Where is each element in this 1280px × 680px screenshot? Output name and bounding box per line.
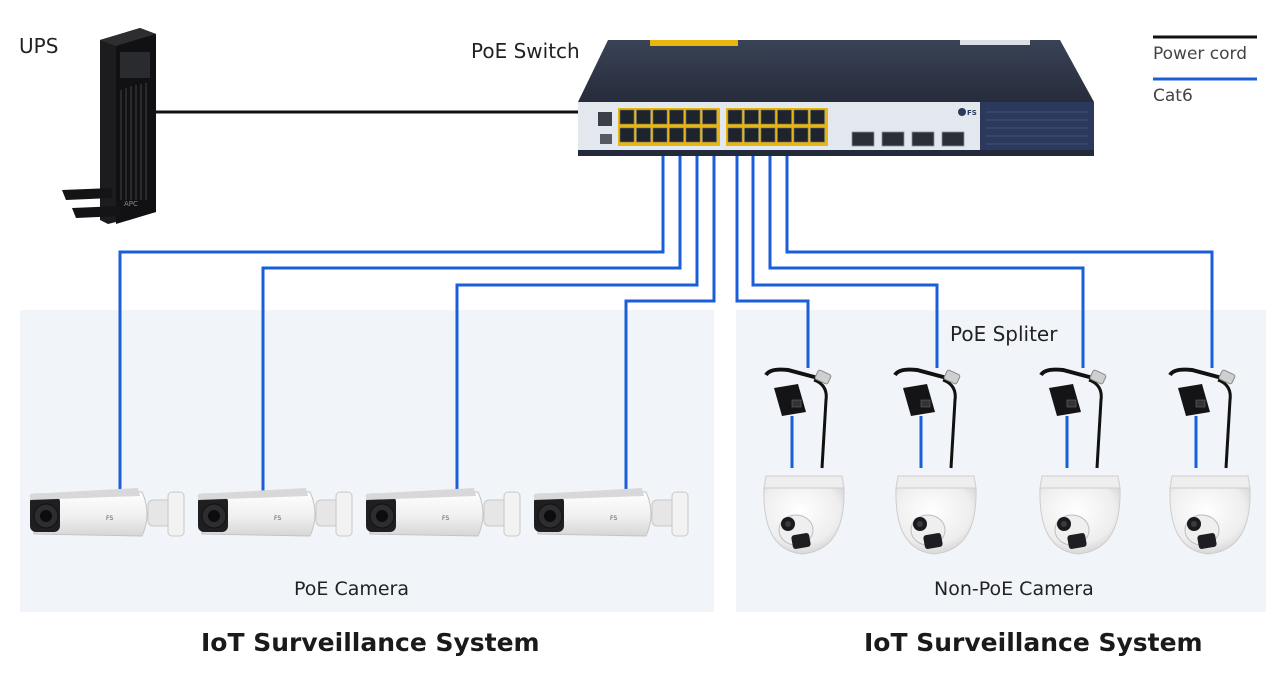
switch-port <box>777 109 792 125</box>
poe-bullet-camera: FS <box>30 488 185 537</box>
non-poe-dome-camera <box>895 475 977 555</box>
cat6-cables-poe <box>118 143 716 493</box>
cat6-cable-splitter-2 <box>751 143 939 368</box>
cat6-cables-splitters <box>735 143 1214 368</box>
switch-port <box>810 127 825 143</box>
switch-port <box>727 127 743 143</box>
legend-cat6-label: Cat6 <box>1153 86 1193 106</box>
cat6-cable-splitter-3 <box>768 143 1085 368</box>
switch-port <box>702 127 717 143</box>
legend-power-cord-label: Power cord <box>1153 44 1248 64</box>
sfp-port <box>911 131 935 147</box>
switch-port <box>685 127 701 143</box>
switch-port <box>636 109 651 125</box>
svg-text:APC: APC <box>124 200 138 208</box>
poe-switch: FS <box>578 40 1094 156</box>
poe-system-title: IoT Surveillance System <box>201 628 540 657</box>
switch-port <box>636 127 651 143</box>
ups-label: UPS <box>19 34 59 58</box>
switch-port <box>685 109 701 125</box>
switch-logo: FS <box>967 109 977 117</box>
switch-sfp-ports <box>851 131 965 147</box>
switch-port <box>702 109 717 125</box>
svg-text:FS: FS <box>106 515 113 522</box>
non-poe-system-title: IoT Surveillance System <box>864 628 1203 657</box>
cat6-cable-splitter-1 <box>735 143 810 368</box>
switch-port <box>652 127 668 143</box>
sfp-port <box>941 131 965 147</box>
poe-group-panel <box>20 310 714 612</box>
switch-port <box>793 109 809 125</box>
sfp-port <box>851 131 875 147</box>
poe-bullet-camera: FS <box>534 488 689 537</box>
poe-splitter <box>764 367 832 469</box>
sfp-port <box>881 131 905 147</box>
non-poe-dome-camera <box>1169 475 1251 555</box>
switch-port <box>669 109 684 125</box>
switch-port <box>760 109 776 125</box>
non-poe-group-panel <box>736 310 1266 612</box>
svg-text:FS: FS <box>274 515 281 522</box>
non-poe-dome-camera <box>1039 475 1121 555</box>
poe-camera-group: FS FS FS FS <box>30 488 689 537</box>
switch-port <box>793 127 809 143</box>
switch-port <box>744 127 759 143</box>
switch-port <box>652 109 668 125</box>
cat6-cable-poe-cam-3 <box>455 143 699 493</box>
cat6-cable-splitter-4 <box>785 143 1214 368</box>
switch-port <box>727 109 743 125</box>
poe-splitter <box>893 367 961 469</box>
poe-bullet-camera: FS <box>366 488 521 537</box>
switch-port-bank <box>618 108 828 146</box>
poe-splitter-group <box>764 367 1236 469</box>
poe-bullet-camera: FS <box>198 488 353 537</box>
cat6-cable-poe-cam-4 <box>624 143 716 493</box>
poe-splitter-label: PoE Spliter <box>950 322 1058 346</box>
ups-device: APC <box>62 28 156 224</box>
svg-text:FS: FS <box>442 515 449 522</box>
svg-text:FS: FS <box>610 515 617 522</box>
switch-port <box>744 109 759 125</box>
poe-splitter <box>1168 367 1236 469</box>
switch-port <box>777 127 792 143</box>
switch-port <box>810 109 825 125</box>
switch-port <box>619 127 635 143</box>
non-poe-dome-camera <box>763 475 845 555</box>
poe-switch-label: PoE Switch <box>471 39 580 63</box>
poe-camera-label: PoE Camera <box>294 578 410 600</box>
switch-port <box>669 127 684 143</box>
switch-port <box>619 109 635 125</box>
poe-splitter <box>1039 367 1107 469</box>
non-poe-camera-label: Non-PoE Camera <box>934 578 1094 600</box>
cat6-cable-poe-cam-1 <box>118 143 665 493</box>
cat6-cable-poe-cam-2 <box>261 143 682 493</box>
switch-port <box>760 127 776 143</box>
non-poe-camera-group <box>763 475 1251 555</box>
